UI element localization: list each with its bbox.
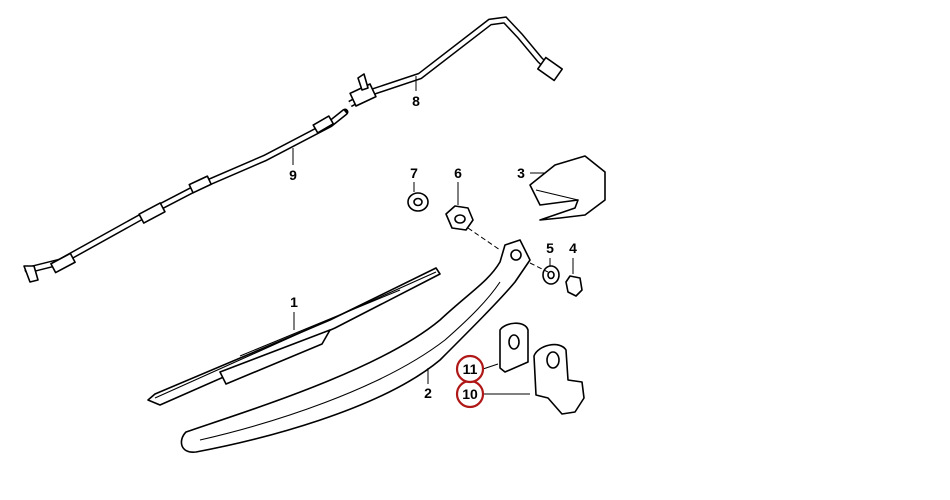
highlight-ring-11 — [455, 354, 485, 384]
part-3-cap[interactable] — [529, 155, 606, 221]
callout-8[interactable]: 8 — [412, 93, 420, 109]
leader-lines — [292, 76, 574, 395]
part-9-hose[interactable] — [23, 108, 349, 283]
callout-6[interactable]: 6 — [454, 165, 462, 181]
callout-2[interactable]: 2 — [424, 385, 432, 401]
callout-5[interactable]: 5 — [546, 240, 554, 256]
part-8-hose[interactable] — [348, 16, 564, 108]
callout-4[interactable]: 4 — [569, 240, 577, 256]
callout-11[interactable]: 11 — [463, 361, 478, 377]
part-6-hex-nut[interactable] — [445, 205, 474, 231]
part-1-wiper-blade[interactable] — [147, 267, 441, 406]
part-4-nut[interactable] — [565, 275, 583, 297]
callout-1[interactable]: 1 — [290, 294, 298, 310]
callout-10[interactable]: 10 — [462, 386, 478, 402]
part-10-bracket[interactable] — [533, 343, 585, 415]
part-5-washer[interactable] — [542, 265, 560, 285]
part-11-bracket-plate[interactable] — [499, 322, 529, 373]
callout-9[interactable]: 9 — [289, 167, 297, 183]
callout-3[interactable]: 3 — [517, 165, 525, 181]
part-7-washer[interactable] — [407, 192, 429, 212]
part-2-wiper-arm[interactable] — [180, 239, 531, 453]
callout-7[interactable]: 7 — [410, 165, 418, 181]
